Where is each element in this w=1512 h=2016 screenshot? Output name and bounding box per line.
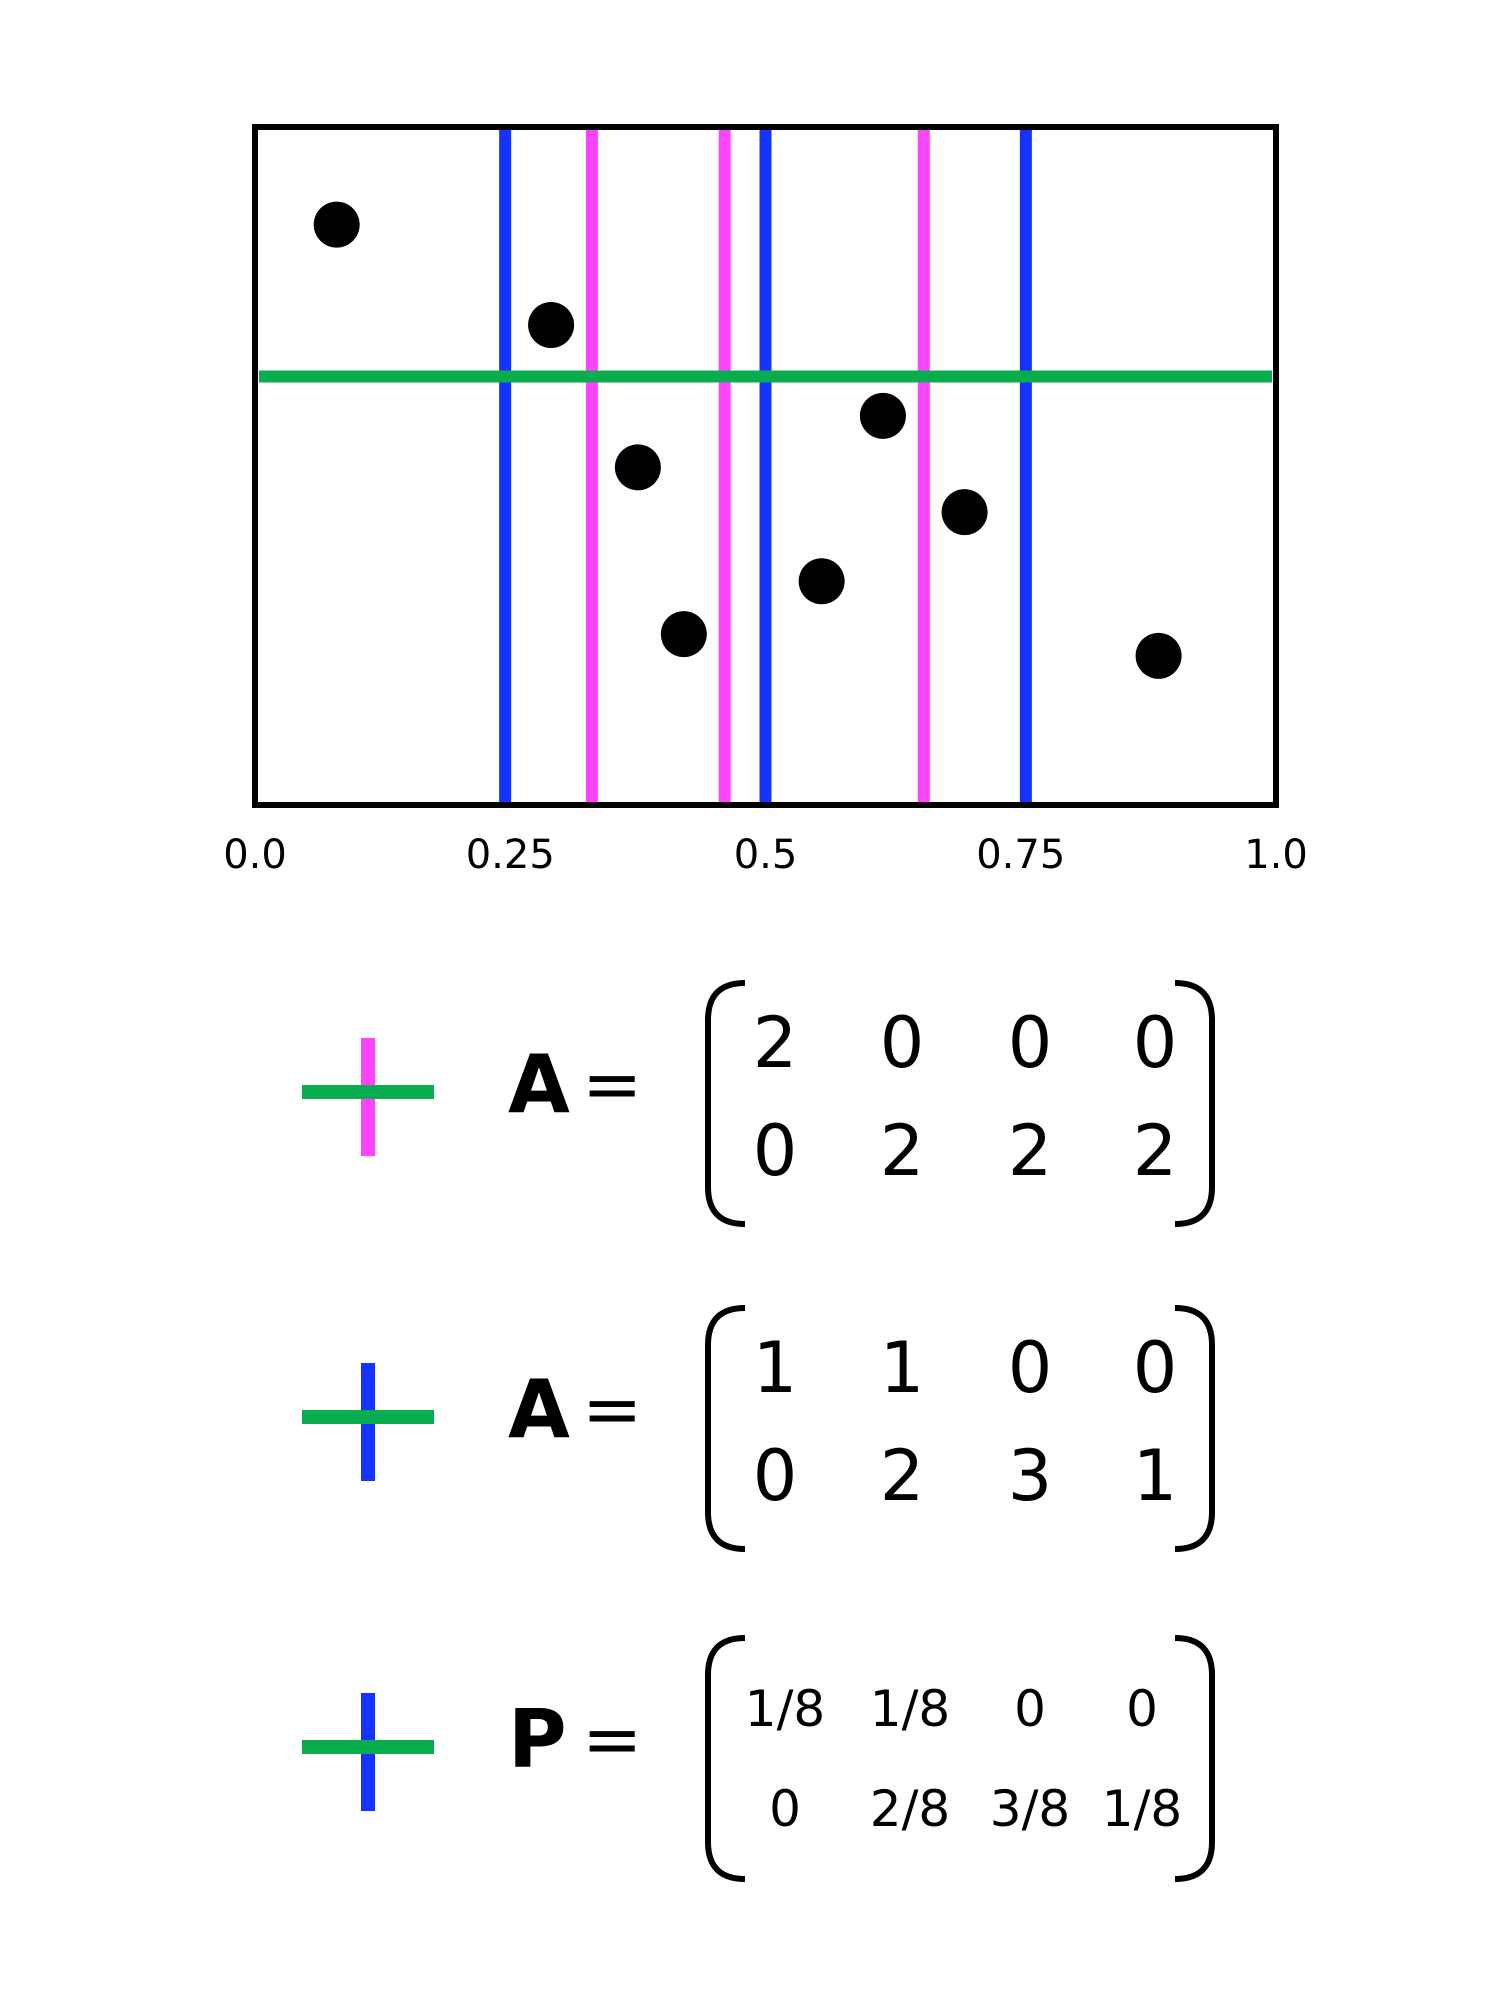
matrix-cell: 0 (1126, 1680, 1158, 1738)
matrix-cell: 0 (752, 1110, 798, 1192)
equals-sign: = (582, 1367, 643, 1451)
matrix-label: P (508, 1693, 567, 1786)
equals-sign: = (582, 1042, 643, 1126)
matrix-cell: 0 (1132, 1002, 1178, 1084)
data-point-2 (528, 301, 575, 348)
data-point-6 (859, 392, 906, 439)
x-tick-label: 0.25 (465, 832, 555, 878)
matrix-cell: 0 (1132, 1327, 1178, 1409)
x-tick-label: 0.0 (223, 832, 287, 878)
matrix-cell: 1 (1132, 1435, 1178, 1517)
matrix-cell: 0 (879, 1002, 925, 1084)
matrix-cell: 1/8 (1101, 1780, 1183, 1838)
data-point-5 (798, 558, 845, 605)
left-bracket (705, 1305, 746, 1552)
matrix-cell: 2/8 (869, 1780, 951, 1838)
matrix-cell: 0 (752, 1435, 798, 1517)
left-bracket (705, 1635, 746, 1882)
partition-plot (252, 124, 1279, 808)
matrix-cell: 2 (879, 1110, 925, 1192)
line-cross-icon (302, 1693, 434, 1811)
x-tick-label: 0.75 (976, 832, 1066, 878)
data-point-1 (313, 201, 360, 248)
x-tick-label: 1.0 (1244, 832, 1308, 878)
matrix-cell: 1/8 (744, 1680, 826, 1738)
matrix-cell: 2 (1132, 1110, 1178, 1192)
matrix-cell: 1 (752, 1327, 798, 1409)
matrix-cell: 3 (1007, 1435, 1053, 1517)
right-bracket (1174, 980, 1215, 1227)
matrix-cell: 2 (1007, 1110, 1053, 1192)
matrix-cell: 0 (1014, 1680, 1046, 1738)
right-bracket (1174, 1305, 1215, 1552)
line-cross-icon (302, 1363, 434, 1481)
data-point-4 (660, 611, 707, 658)
data-point-8 (1135, 632, 1182, 679)
data-point-7 (941, 489, 988, 536)
matrix-cell: 0 (769, 1780, 801, 1838)
equals-sign: = (582, 1697, 643, 1781)
left-bracket (705, 980, 746, 1227)
plot-frame (252, 124, 1279, 808)
matrix-cell: 1/8 (869, 1680, 951, 1738)
matrix-cell: 3/8 (989, 1780, 1071, 1838)
x-tick-label: 0.5 (733, 832, 798, 878)
matrix-label: A (508, 1038, 570, 1131)
matrix-cell: 1 (879, 1327, 925, 1409)
right-bracket (1174, 1635, 1215, 1882)
data-point-3 (614, 444, 661, 491)
matrix-cell: 0 (1007, 1002, 1053, 1084)
matrix-cell: 2 (752, 1002, 798, 1084)
line-cross-icon (302, 1038, 434, 1156)
matrix-cell: 2 (879, 1435, 925, 1517)
matrix-cell: 0 (1007, 1327, 1053, 1409)
matrix-label: A (508, 1363, 570, 1456)
